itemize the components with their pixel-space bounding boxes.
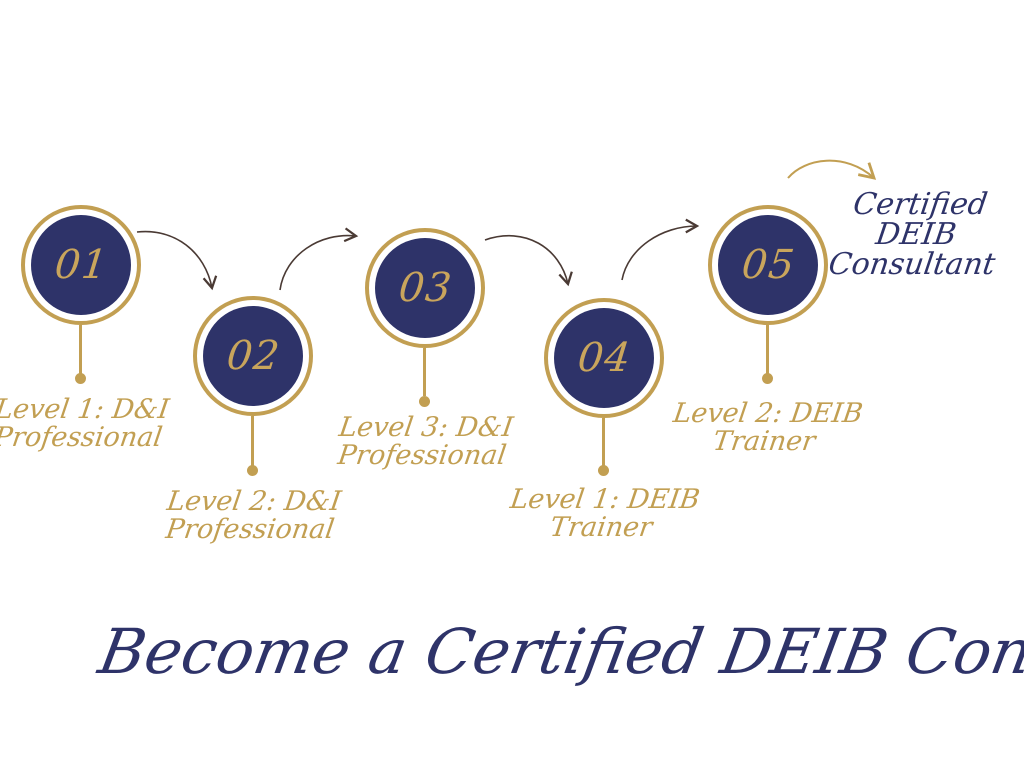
step-04-stem [602,418,605,466]
step-number: 02 [224,333,282,379]
final-goal-label: Certified DEIB Consultant [826,187,998,282]
step-05-stem [766,325,769,375]
step-badge: 02 [203,306,303,406]
step-number: 05 [739,242,797,288]
step-05-dot [762,373,773,384]
step-01-label: Level 1: D&I Professional [0,394,171,453]
step-03-dot [419,396,430,407]
step-03-label: Level 3: D&I Professional [335,412,515,471]
step-05: 05 [708,205,828,325]
step-badge: 05 [718,215,818,315]
step-01: 01 [21,205,141,325]
arrow-03-to-04 [484,235,573,287]
step-03-stem [423,348,426,396]
step-number: 03 [396,265,454,311]
step-04-dot [598,465,609,476]
step-badge: 04 [554,308,654,408]
step-03: 03 [365,228,485,348]
step-01-stem [79,325,82,375]
step-02-dot [247,465,258,476]
arrow-01-to-02 [136,230,218,291]
page-headline: Become a Certified DEIB Consutant [93,615,1024,688]
step-number: 01 [52,242,110,288]
step-02-label: Level 2: D&I Professional [163,486,343,545]
step-04-label: Level 1: DEIB Trainer [508,484,702,543]
arrow-02-to-03 [279,227,359,291]
step-02: 02 [193,296,313,416]
arrow-05-to-final [787,159,877,180]
step-05-label: Level 2: DEIB Trainer [671,398,865,457]
step-02-stem [251,416,254,466]
step-badge: 01 [31,215,131,315]
arrow-04-to-05 [621,218,700,281]
step-04: 04 [544,298,664,418]
step-01-dot [75,373,86,384]
step-badge: 03 [375,238,475,338]
step-number: 04 [575,335,633,381]
